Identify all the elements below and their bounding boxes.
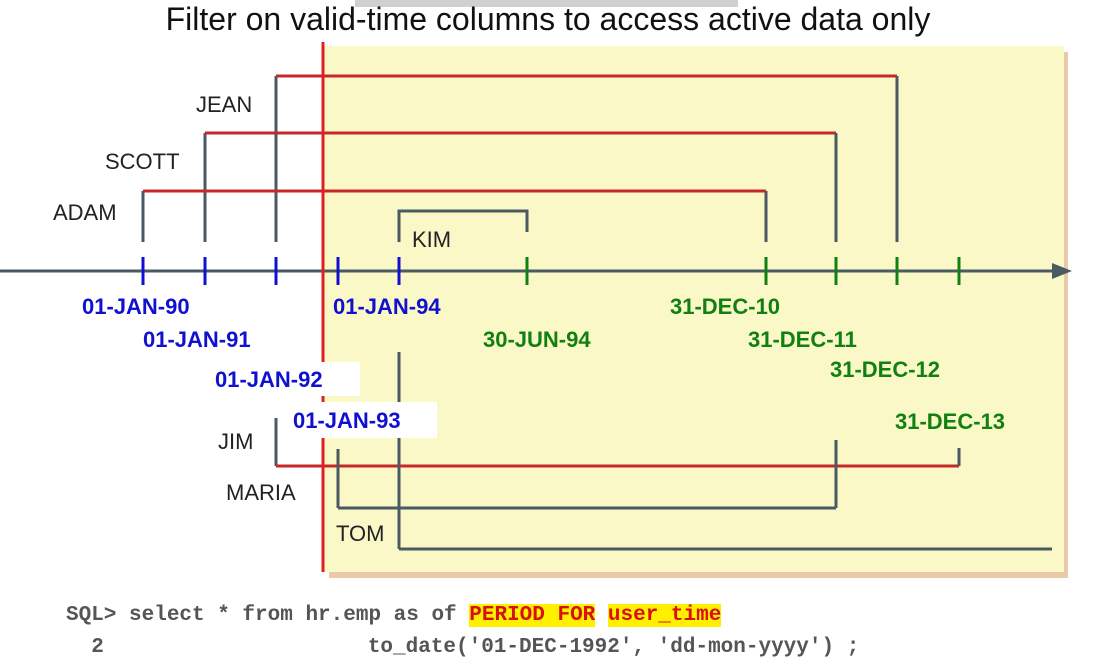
end-date-label-0: 30-JUN-94: [483, 327, 591, 352]
kim-label: KIM: [412, 227, 451, 252]
sql-to-date: to_date('01-DEC-1992', 'dd-mon-yyyy') ;: [367, 636, 860, 659]
end-date-label-3: 31-DEC-12: [830, 357, 940, 382]
start-date-label-3: 01-JAN-93: [293, 408, 401, 433]
adam-label: ADAM: [53, 200, 117, 225]
end-date-label-2: 31-DEC-11: [748, 327, 857, 352]
sql-line-number: 2: [66, 636, 104, 659]
sql-column-name: user_time: [607, 604, 722, 627]
slide-title: Filter on valid-time columns to access a…: [165, 1, 931, 37]
sql-period-keyword: PERIOD FOR: [469, 604, 596, 627]
end-date-label-1: 31-DEC-10: [670, 294, 780, 319]
maria-label: MARIA: [226, 480, 296, 505]
jean-label: JEAN: [196, 92, 252, 117]
sql-line-1: SQL> select * from hr.emp as of PERIOD F…: [66, 604, 722, 627]
tom-label: TOM: [336, 521, 384, 546]
jim-label: JIM: [218, 429, 253, 454]
start-date-label-0: 01-JAN-90: [82, 294, 190, 319]
sql-prompt: SQL> select * from hr.emp as of: [66, 604, 470, 627]
title-highlight-bar: [355, 0, 738, 7]
label-bg-01-jan-93: [287, 402, 437, 438]
timeline-arrowhead: [1052, 263, 1072, 279]
start-date-label-4: 01-JAN-94: [333, 294, 441, 319]
label-bg-01-jan-92: [210, 362, 360, 396]
start-date-label-1: 01-JAN-91: [143, 327, 251, 352]
valid-time-diagram: JEAN SCOTT ADAM KIM JIM MARIA TOM 01-JAN-90 01-J…: [0, 42, 1072, 578]
sql-line-2: 2 to_date('01-DEC-1992', 'dd-mon-yyyy') ;: [66, 636, 859, 659]
scott-label: SCOTT: [105, 149, 180, 174]
start-date-label-2: 01-JAN-92: [215, 367, 323, 392]
kim-period-bar: [397, 209, 529, 242]
end-date-label-4: 31-DEC-13: [895, 409, 1005, 434]
